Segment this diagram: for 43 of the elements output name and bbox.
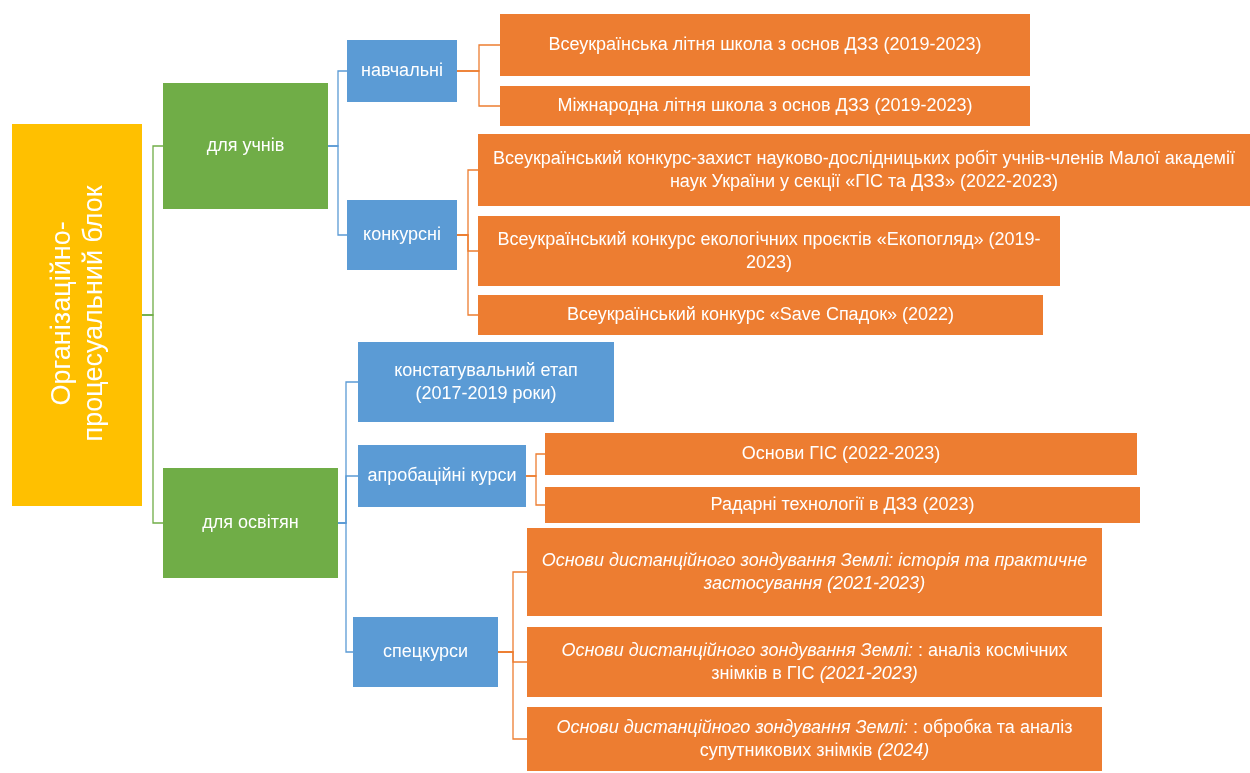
node-label: Основи ГІС (2022-2023): [741, 442, 941, 466]
connector-line: [456, 70, 501, 107]
item-box: [478, 216, 1060, 286]
node-label: Всеукраїнський конкурс екологічних проєктів «Екопогляд» (2019-2023): [496, 227, 1042, 274]
node-label: конкурсні: [363, 223, 441, 247]
item-box: [545, 487, 1140, 523]
category-box: [163, 468, 338, 578]
connector-line: [456, 234, 479, 316]
item-box: [478, 295, 1043, 335]
node-label: Всеукраїнський конкурс-захист науково-дослідницьких робіт учнів-членів Малої академії наук України у секції «ГІС та ДЗЗ» (2022-2023): [492, 146, 1236, 193]
node-label: для учнів: [206, 134, 285, 158]
subcategory-box: [353, 617, 498, 687]
node-label: Міжнародна літня школа з основ ДЗЗ (2019-2023): [557, 94, 973, 118]
item-box: [527, 707, 1102, 771]
node-label: навчальні: [361, 59, 443, 83]
node-label: для освітян: [202, 511, 299, 535]
node-label: спецкурси: [383, 640, 468, 664]
item-box: [478, 134, 1250, 206]
node-label: констатувальний етап (2017-2019 роки): [393, 358, 579, 405]
item-box: [527, 627, 1102, 697]
block-title: Організаційно-процесуальний блок: [44, 184, 109, 444]
node-label: Основи дистанційного зондування Землі: : обробка та аналіз супутникових знімків (2024): [555, 715, 1074, 762]
node-label: Основи дистанційного зондування Землі: історія та практичне застосування (2021-2023): [540, 548, 1089, 595]
org-block: [12, 124, 142, 506]
item-box: [500, 86, 1030, 126]
item-box: [527, 528, 1102, 616]
connector-line: [327, 145, 348, 236]
connector-line: [141, 314, 164, 524]
item-box: [500, 14, 1030, 76]
subcategory-box: [347, 40, 457, 102]
node-label: Радарні технології в ДЗЗ (2023): [710, 493, 975, 517]
category-box: [163, 83, 328, 209]
connector-line: [525, 475, 546, 506]
item-box: [545, 433, 1137, 475]
connector-line: [497, 651, 528, 740]
subcategory-box: [358, 445, 526, 507]
node-label: Всеукраїнська літня школа з основ ДЗЗ (2019-2023): [548, 33, 982, 57]
node-label: апробаційні курси: [367, 464, 517, 488]
node-label: Основи дистанційного зондування Землі: : аналіз космічних знімків в ГІС (2021-2023): [560, 638, 1069, 685]
subcategory-box: [347, 200, 457, 270]
node-label: Всеукраїнський конкурс «Save Спадок» (2022): [566, 303, 955, 327]
subcategory-box: [358, 342, 614, 422]
connector-line: [337, 522, 354, 653]
